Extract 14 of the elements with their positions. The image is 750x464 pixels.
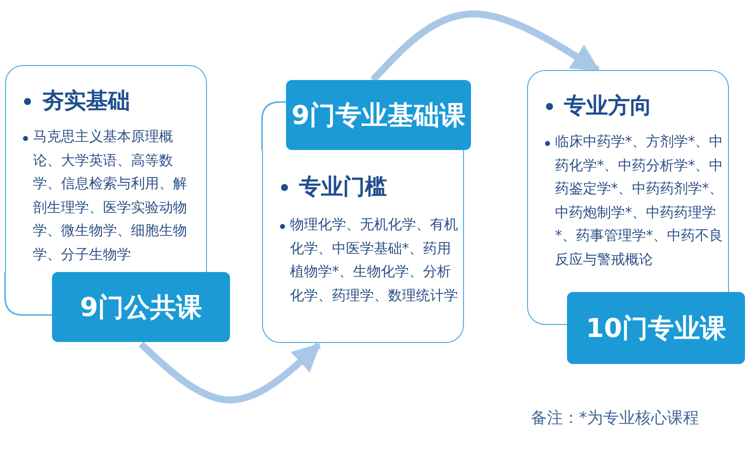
- course-card: [262, 150, 464, 343]
- course-list: 临床中药学*、方剂学*、中药化学*、中药分析学*、中药鉴定学*、中药药剂学*、中药炮制学*、中药药理学*、药事管理学*、中药不良反应与警戒概论: [544, 131, 725, 272]
- footnote: 备注：*为专业核心课程: [531, 408, 699, 429]
- course-count-label: 9门专业基础课: [286, 80, 471, 150]
- course-list: 物理化学、无机化学、有机化学、中医学基础*、药用植物学*、生物化学、分析化学、药理学、数理统计学: [279, 214, 460, 308]
- curved-arrow: [138, 341, 321, 404]
- card-heading: 夯实基础: [22, 86, 130, 116]
- card-heading: 专业门槛: [279, 172, 387, 202]
- course-list: 马克思主义基本原理概论、大学英语、高等数学、信息检索与利用、解剖生理学、医学实验动物学、微生物学、细胞生物学、分子生物学: [22, 126, 189, 267]
- course-count-label: 10门专业课: [567, 292, 745, 364]
- curved-arrow: [370, 10, 600, 82]
- card-heading: 专业方向: [544, 91, 652, 121]
- course-count-label: 9门公共课: [52, 272, 230, 342]
- course-card: [5, 65, 207, 272]
